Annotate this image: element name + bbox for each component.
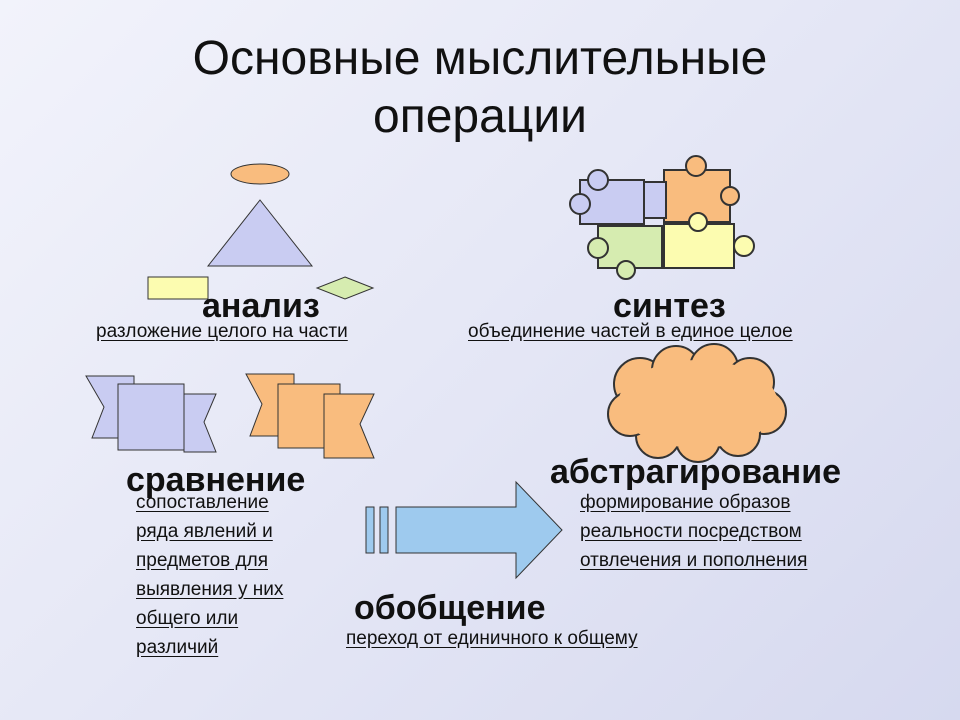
title-line-1: Основные мыслительные [192,32,768,85]
comparison-banner-orange-front [323,393,375,459]
arrow-stripe-1 [365,506,375,554]
abstraction-description-line: формирование образов [580,492,791,513]
generalization-description: переход от единичного к общему [346,628,638,649]
comparison-description: сопоставление ряда явлений и предметов д… [136,488,283,662]
analysis-shapes-illustration [147,163,375,300]
arrow-stripe-2 [379,506,389,554]
generalization-term: обобщение [354,589,546,627]
abstraction-description-line: реальности посредством [580,521,802,542]
comparison-term: сравнение [126,461,306,499]
abstraction-description: формирование образов реальности посредст… [580,488,807,575]
comparison-description-line: ряда явлений и [136,521,273,542]
comparison-description-line: предметов для [136,550,268,571]
analysis-description: разложение целого на части [96,321,348,342]
synthesis-description: объединение частей в единое целое [468,321,793,342]
analysis-ellipse [230,163,290,185]
abstraction-cloud-illustration [607,343,787,463]
title-line-2: операции [373,90,587,143]
arrow-body [395,480,563,580]
comparison-description-line: общего или [136,608,239,629]
synthesis-term: синтез [613,287,726,325]
comparison-banner-lavender-front [183,393,217,453]
puzzle-piece-yellow [663,223,735,269]
slide-title: Основные мыслительные операции [80,30,880,146]
analysis-rectangle [147,276,209,300]
comparison-banner-lavender-middle [117,383,185,451]
generalization-arrow-illustration [365,480,563,580]
analysis-term: анализ [202,287,320,325]
comparison-description-line: различий [136,637,219,658]
comparison-banners-illustration [85,373,375,459]
comparison-description-line: сопоставление [136,492,269,513]
comparison-description-line: выявления у них [136,579,284,600]
synthesis-puzzle-illustration [569,155,755,280]
abstraction-term: абстрагирование [550,453,842,491]
abstraction-description-line: отвлечения и пополнения [580,550,808,571]
analysis-triangle [206,199,314,267]
analysis-rhombus [315,276,375,300]
